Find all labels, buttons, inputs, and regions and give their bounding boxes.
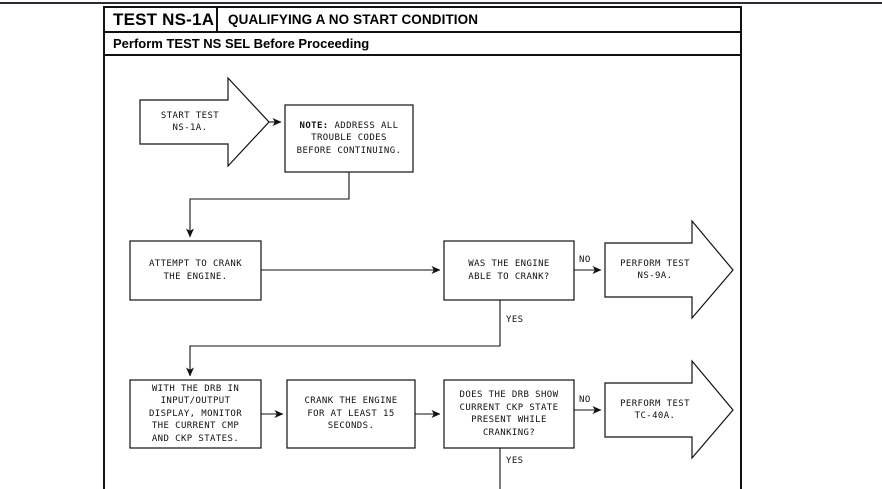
note-bold-prefix: NOTE:: [299, 120, 329, 131]
label-line: CRANK THE ENGINE: [304, 396, 398, 407]
label-line: PRESENT WHILE: [471, 415, 547, 425]
shape-start-test: [139, 76, 270, 168]
edge-label-crank-no: NO: [579, 255, 591, 265]
shape-attempt-crank: [129, 240, 262, 301]
label-line: AND CKP STATES.: [151, 433, 240, 444]
label-line: WITH THE DRB IN: [151, 383, 240, 394]
label-perform-test-ns9a: PERFORM TEST NS-9A.: [605, 243, 705, 297]
page-top-rule: [0, 2, 882, 4]
shape-perform-test-tc40a: [604, 359, 734, 460]
label-line: DOES THE DRB SHOW: [459, 390, 559, 400]
shape-perform-test-ns9a: [604, 219, 734, 320]
label-line: BEFORE CONTINUING.: [296, 145, 402, 156]
shape-note-box: [284, 104, 414, 173]
label-does-drb-show-ckp: DOES THE DRB SHOW CURRENT CKP STATE PRESEN…: [444, 380, 574, 448]
page-subtitle: Perform TEST NS SEL Before Proceeding: [113, 36, 370, 51]
label-attempt-crank: ATTEMPT TO CRANK THE ENGINE.: [130, 241, 261, 300]
connector-crank-yes-to-drb: [186, 300, 501, 377]
label-line: TC-40A.: [634, 411, 676, 421]
header-row-subtitle: Perform TEST NS SEL Before Proceeding: [103, 33, 742, 56]
label-line: DISPLAY, MONITOR: [148, 408, 243, 419]
shape-crank-15-seconds: [286, 379, 416, 449]
label-start-test: START TEST NS-1A.: [140, 100, 240, 144]
label-line: INPUT/OUTPUT: [160, 396, 231, 407]
edge-label-ckp-no: NO: [579, 395, 591, 405]
header-row-title: TEST NS-1A QUALIFYING A NO START CONDITI…: [103, 6, 742, 33]
note-line-1-rest: ADDRESS ALL: [328, 120, 399, 131]
edge-label-crank-yes: YES: [506, 315, 524, 325]
label-line: ATTEMPT TO CRANK: [148, 259, 243, 269]
edge-label-ckp-yes: YES: [506, 456, 524, 466]
label-line: PERFORM TEST: [620, 258, 690, 269]
test-code-label: TEST NS-1A: [105, 8, 218, 31]
label-perform-test-tc40a: PERFORM TEST TC-40A.: [605, 383, 705, 437]
connector-note-to-attempt-crank: [186, 172, 350, 238]
label-line: CURRENT CKP STATE: [459, 402, 559, 413]
label-line: THE ENGINE.: [163, 271, 228, 282]
label-line: NS-1A.: [172, 123, 208, 133]
label-line: NS-9A.: [637, 271, 673, 281]
label-line: FOR AT LEAST 15: [307, 408, 395, 419]
label-line: WAS THE ENGINE: [468, 259, 550, 269]
label-line: ABLE TO CRANK?: [468, 271, 550, 282]
flowchart-connectors-and-shapes: [129, 76, 734, 489]
page-title: QUALIFYING A NO START CONDITION: [228, 12, 479, 27]
label-line: CRANKING?: [482, 427, 536, 438]
label-was-engine-able-to-crank: WAS THE ENGINE ABLE TO CRANK?: [444, 241, 574, 300]
label-line: SECONDS.: [327, 421, 375, 432]
label-line: START TEST: [160, 110, 220, 121]
label-line: PERFORM TEST: [620, 398, 690, 409]
shape-does-drb-show-ckp: [443, 379, 575, 449]
label-line: TROUBLE CODES: [311, 133, 387, 144]
note-line-1: NOTE: ADDRESS ALL: [300, 120, 399, 133]
shape-was-engine-able-to-crank: [443, 240, 575, 301]
label-line: THE CURRENT CMP: [151, 421, 240, 432]
